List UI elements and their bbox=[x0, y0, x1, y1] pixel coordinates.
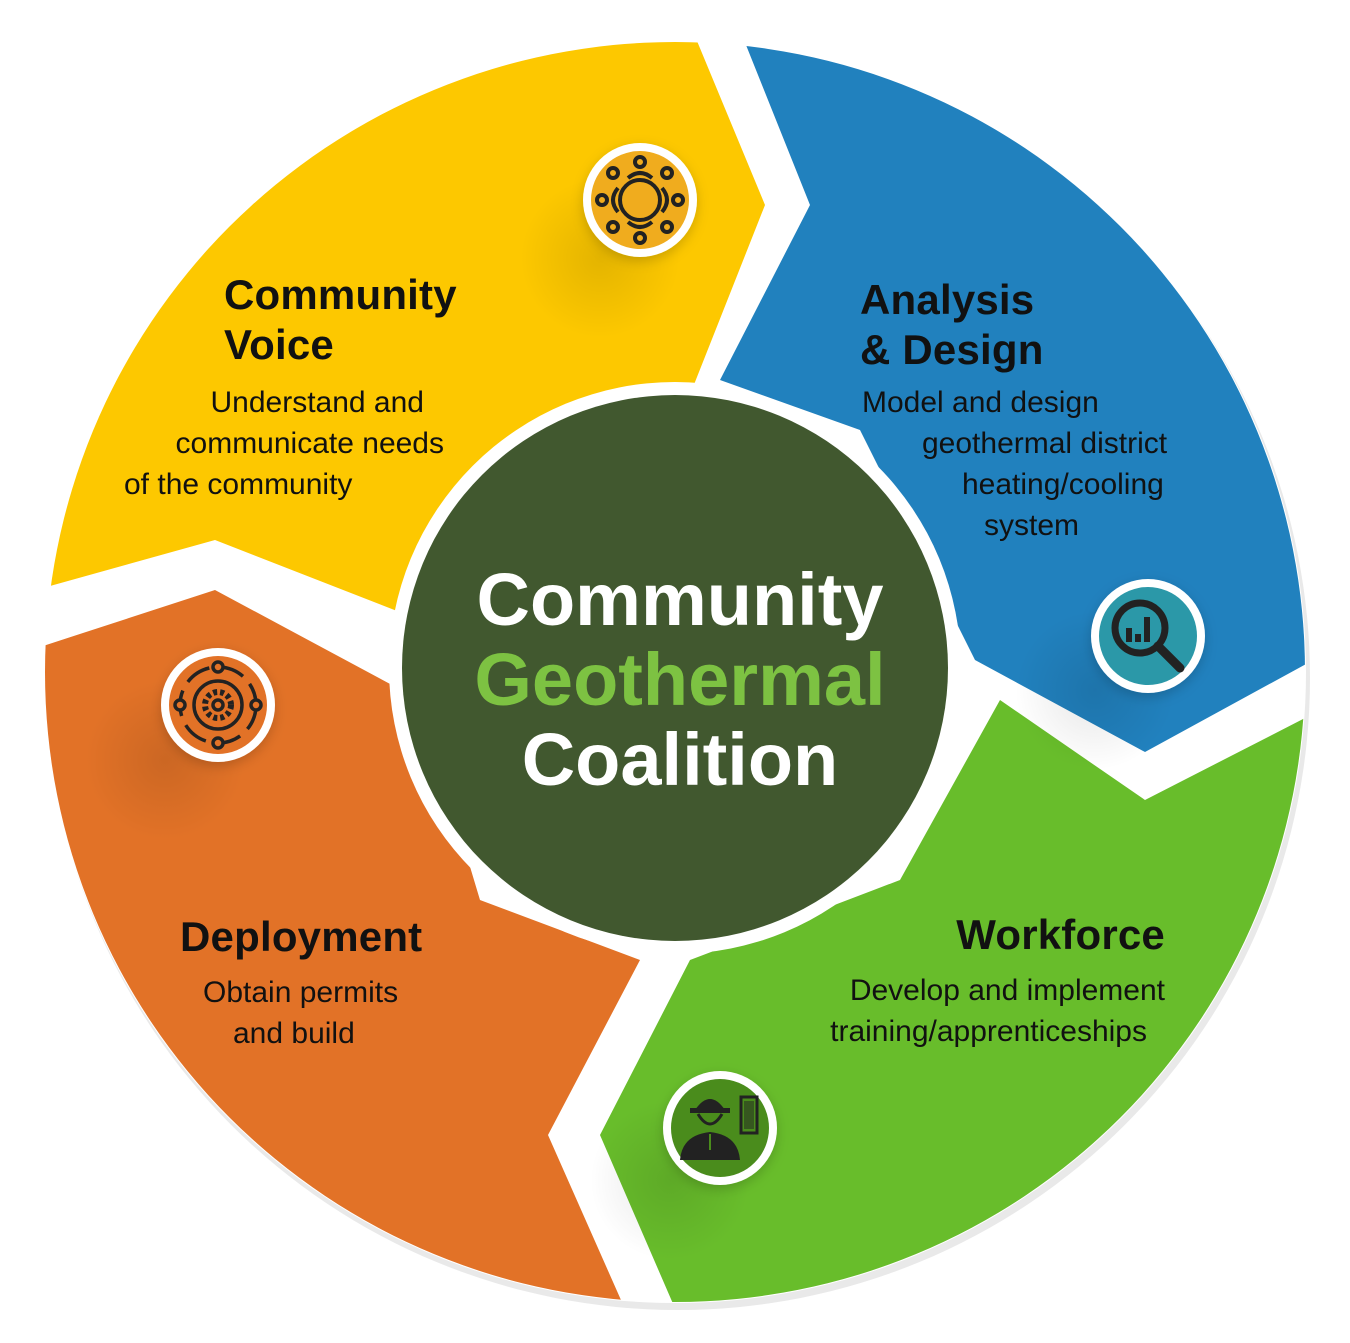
round-table-people-icon bbox=[595, 155, 685, 245]
desc-line: system bbox=[984, 509, 1080, 542]
desc-line: Develop and implement bbox=[849, 974, 1165, 1007]
label-community-voice: Community Voice bbox=[224, 270, 457, 370]
center-title: Community Geothermal Coalition bbox=[400, 560, 960, 800]
desc-line: heating/cooling bbox=[962, 468, 1164, 501]
label-workforce: Workforce bbox=[760, 910, 1165, 960]
title-line: Analysis bbox=[860, 276, 1035, 323]
desc-line: Understand and bbox=[210, 386, 425, 419]
icon-analysis-design bbox=[1015, 579, 1205, 770]
center-line-3: Coalition bbox=[521, 718, 839, 801]
desc-line: geothermal district bbox=[922, 427, 1168, 460]
desc-analysis-design: Model and design geothermal district hea… bbox=[862, 382, 1222, 546]
gear-orbit-icon bbox=[173, 660, 263, 750]
title-line: & Design bbox=[860, 326, 1044, 373]
desc-community-voice: Understand and communicate needs of the … bbox=[124, 382, 454, 505]
center-circle bbox=[402, 395, 948, 941]
icon-deployment bbox=[85, 648, 275, 840]
title-line: Deployment bbox=[180, 913, 423, 960]
desc-deployment: Obtain permits and build bbox=[203, 972, 398, 1054]
center-line-2: Geothermal bbox=[474, 638, 886, 721]
desc-line: Obtain permits bbox=[203, 976, 399, 1009]
center-line-1: Community bbox=[476, 558, 884, 641]
desc-line: of the community bbox=[124, 468, 353, 501]
icon-workforce bbox=[590, 1071, 777, 1260]
desc-line: Model and design bbox=[862, 386, 1099, 419]
label-deployment: Deployment bbox=[180, 912, 422, 962]
desc-line: communicate needs bbox=[175, 427, 444, 460]
label-analysis-design: Analysis & Design bbox=[860, 275, 1044, 375]
desc-line: and build bbox=[233, 1017, 355, 1050]
hardhat-worker-building-icon bbox=[680, 1095, 759, 1160]
title-line: Community bbox=[224, 271, 457, 318]
desc-workforce: Develop and implement training/apprentic… bbox=[760, 970, 1165, 1052]
magnifier-bar-chart-icon bbox=[1111, 599, 1185, 673]
desc-line: training/apprenticeships bbox=[830, 1015, 1147, 1048]
title-line: Workforce bbox=[956, 911, 1165, 958]
icon-community-voice bbox=[520, 143, 697, 338]
title-line: Voice bbox=[224, 321, 334, 368]
